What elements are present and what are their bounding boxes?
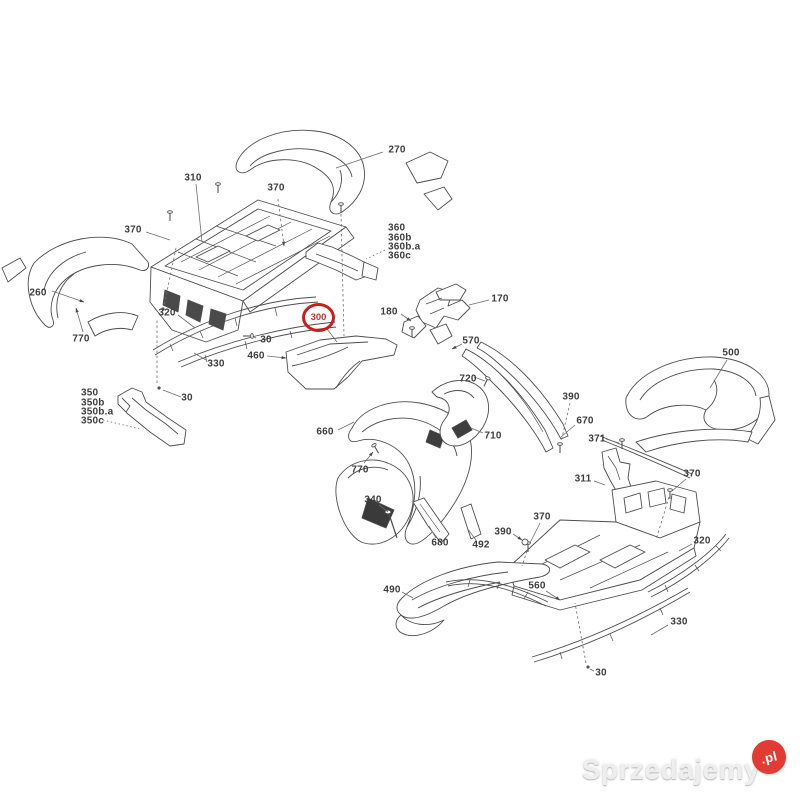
part-bracket-311: [601, 447, 633, 495]
leader-lines: [51, 151, 728, 672]
part-front-fender-270: [235, 129, 453, 215]
part-rear-rack: [507, 480, 701, 611]
part-bracket-350: [117, 387, 187, 447]
part-small-pieces: [384, 497, 482, 544]
part-arm-360: [305, 242, 379, 281]
watermark-text: Sprzedajemy: [581, 754, 760, 785]
highlighted-part-number: 300: [310, 312, 327, 323]
part-side-panel-260: [1, 236, 149, 337]
sprzedajemy-watermark: Sprzedajemy .pl: [581, 736, 790, 786]
fastener-icons: [157, 182, 673, 669]
part-trim-rails-lower: [531, 533, 730, 663]
part-panel-490: [395, 561, 551, 636]
highlighted-part-callout-300[interactable]: 300: [302, 303, 335, 332]
part-rear-fender-500: [599, 356, 776, 479]
part-rails-570-670: [461, 341, 569, 453]
part-hood-panel-300: [285, 335, 398, 390]
